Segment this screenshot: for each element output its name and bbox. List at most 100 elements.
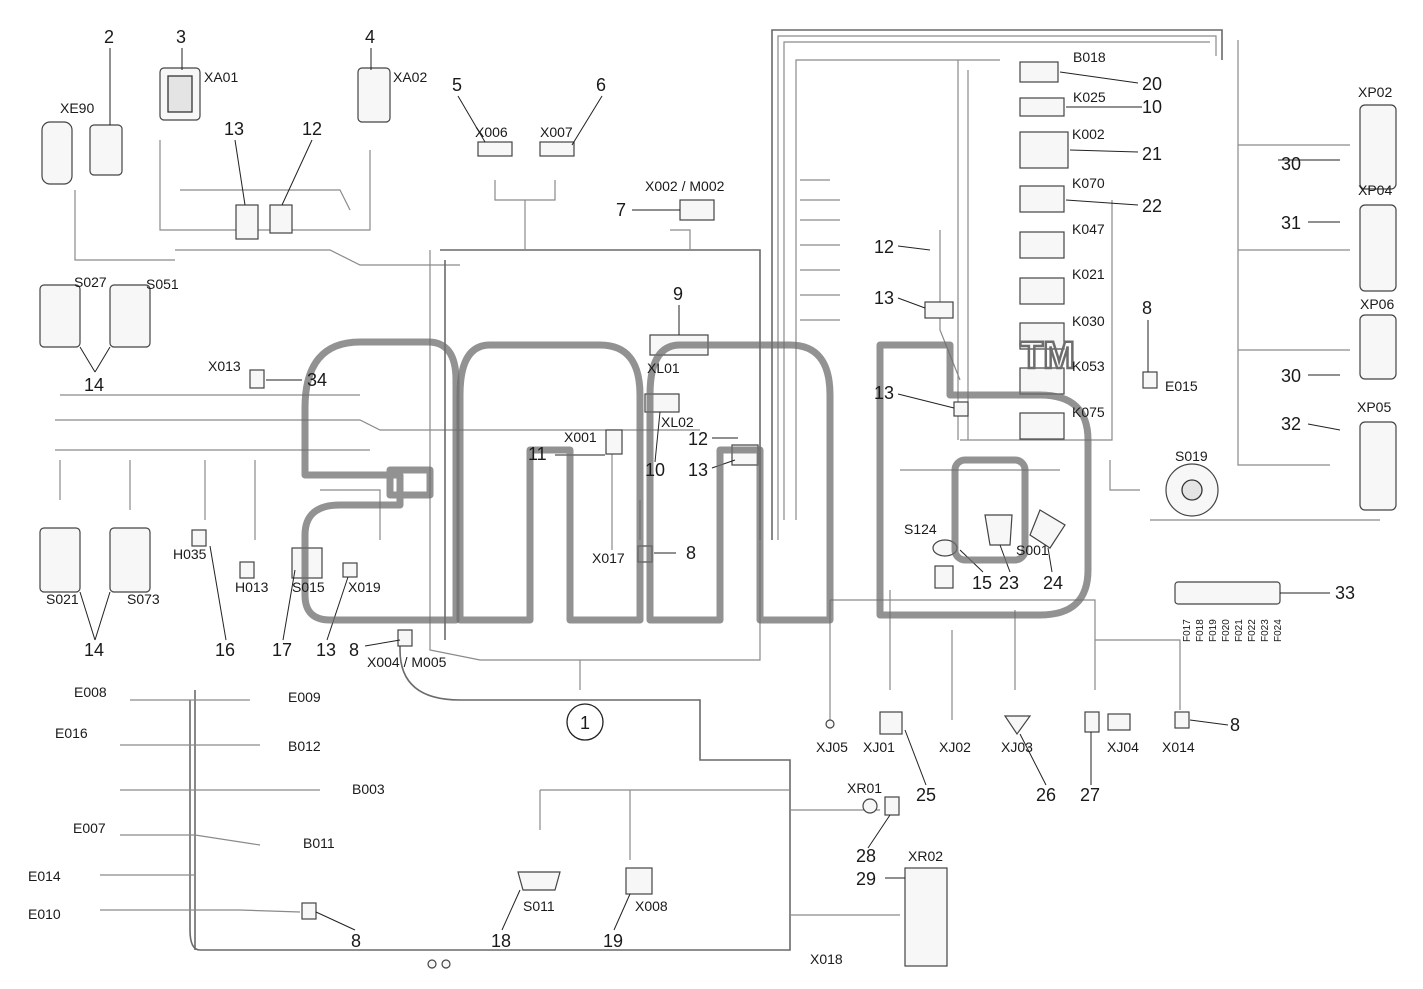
label-k075: K075 (1072, 404, 1105, 420)
callout-31: 31 (1281, 213, 1301, 233)
x008-connector (625, 867, 653, 895)
label-xr02: XR02 (908, 848, 943, 864)
x002-connector (679, 199, 715, 221)
xp02-connector (1359, 104, 1397, 190)
e015-lamp (1142, 371, 1158, 389)
callout-18: 18 (491, 931, 511, 951)
k025-relay (1019, 97, 1065, 117)
callout-17: 17 (272, 640, 292, 660)
callout-1: 1 (580, 713, 590, 733)
ground-ring-2 (441, 959, 451, 969)
label-x007: X007 (540, 124, 573, 140)
callout-23: 23 (999, 573, 1019, 593)
xj05-connector (825, 719, 835, 729)
label-e014: E014 (28, 868, 61, 884)
callout-30: 30 (1281, 366, 1301, 386)
callout-19: 19 (603, 931, 623, 951)
label-x004-m005: X004 / M005 (367, 654, 447, 670)
x004-connector (397, 629, 413, 647)
label-h013: H013 (235, 579, 269, 595)
xp06-connector (1359, 314, 1397, 380)
item-23-connector (984, 514, 1013, 546)
xe90-housing (89, 124, 123, 176)
callout-26: 26 (1036, 785, 1056, 805)
label-s019: S019 (1175, 448, 1208, 464)
xj01-connector (879, 711, 903, 735)
fuse-label: F024 (1273, 619, 1284, 642)
label-xj02: XJ02 (939, 739, 971, 755)
item-28-connector (884, 796, 900, 816)
label-k030: K030 (1072, 313, 1105, 329)
label-k021: K021 (1072, 266, 1105, 282)
callout-14: 14 (84, 640, 104, 660)
label-b018: B018 (1073, 49, 1106, 65)
callout-14: 14 (84, 375, 104, 395)
label-s015: S015 (292, 579, 325, 595)
fuse-label: F020 (1221, 619, 1232, 642)
xr01-connector (862, 798, 878, 814)
watermark: TM (301, 334, 1092, 624)
label-s124: S124 (904, 521, 937, 537)
label-s011: S011 (523, 898, 555, 914)
s027-switch (39, 284, 81, 348)
label-k002: K002 (1072, 126, 1105, 142)
callout-8: 8 (349, 640, 359, 660)
fuse-label: F019 (1208, 619, 1219, 642)
xa02-connector (357, 67, 391, 123)
k070-relay (1019, 185, 1065, 213)
label-b011: B011 (303, 835, 335, 851)
k002-relay (1019, 131, 1069, 169)
s073-switch (109, 527, 151, 593)
callout-8: 8 (1230, 715, 1240, 735)
item-8-connector-bottom (301, 902, 317, 920)
label-k053: K053 (1072, 358, 1105, 374)
label-xj01: XJ01 (863, 739, 895, 755)
fuse-labels: F017 F018 F019 F020 F021 F022 F023 F024 (1182, 619, 1284, 642)
h013-lamp (239, 561, 255, 579)
label-e009: E009 (288, 689, 321, 705)
label-x019: X019 (348, 579, 381, 595)
label-xl02: XL02 (661, 414, 694, 430)
callout-13: 13 (688, 460, 708, 480)
label-s021: S021 (46, 591, 79, 607)
components (39, 61, 1397, 969)
callout-10: 10 (1142, 97, 1162, 117)
callout-12: 12 (302, 119, 322, 139)
fuse-label: F023 (1260, 619, 1271, 642)
s011-switch (517, 871, 561, 891)
label-x001: X001 (564, 429, 597, 445)
label-b003: B003 (352, 781, 385, 797)
label-s027: S027 (74, 274, 107, 290)
callout-3: 3 (176, 27, 186, 47)
item-12-holder (269, 204, 293, 234)
label-xp02: XP02 (1358, 84, 1392, 100)
label-xp06: XP06 (1360, 296, 1394, 312)
xp05-connector (1359, 421, 1397, 511)
h035-lamp (191, 529, 207, 547)
fuse-label: F022 (1247, 619, 1258, 642)
callout-25: 25 (916, 785, 936, 805)
label-x017: X017 (592, 550, 625, 566)
s001-switch (1029, 509, 1066, 549)
callout-numbers: 1 2 3 4 5 6 7 8 8 8 8 8 9 10 10 11 12 12… (84, 27, 1355, 951)
label-x006: X006 (475, 124, 508, 140)
label-e015: E015 (1165, 378, 1198, 394)
xj03-connector (1003, 715, 1032, 736)
label-x013: X013 (208, 358, 241, 374)
fuse-label: F021 (1234, 619, 1245, 642)
callout-27: 27 (1080, 785, 1100, 805)
xe90-connector (41, 121, 73, 185)
label-h035: H035 (173, 546, 207, 562)
label-k047: K047 (1072, 221, 1105, 237)
item-13-right (924, 301, 954, 319)
callout-12: 12 (688, 429, 708, 449)
callout-5: 5 (452, 75, 462, 95)
s019-center (1181, 479, 1203, 501)
label-x018: X018 (810, 951, 843, 967)
label-e008: E008 (74, 684, 107, 700)
k030-relay (1019, 322, 1065, 350)
callout-13: 13 (874, 383, 894, 403)
k075-relay (1019, 412, 1065, 440)
x019-connector (342, 562, 358, 578)
xp04-connector (1359, 204, 1397, 292)
